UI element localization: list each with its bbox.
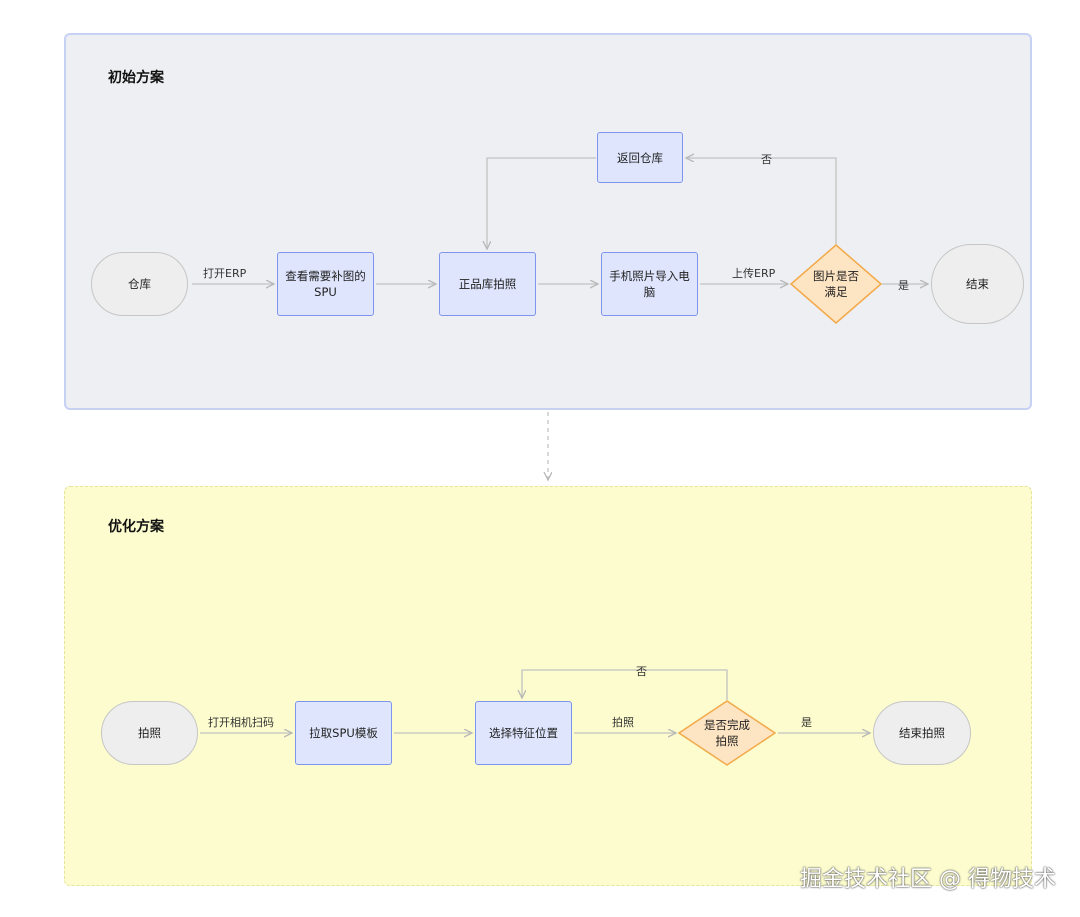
- label-yes: 是: [898, 279, 909, 292]
- optimized-plan-title: 优化方案: [108, 519, 164, 535]
- label-no: 否: [636, 665, 647, 678]
- node-import-to-pc: 手机照片导入电脑: [601, 252, 698, 316]
- node-return-warehouse: 返回仓库: [597, 132, 683, 183]
- label-shoot: 拍照: [612, 716, 634, 729]
- node-end: 结束: [931, 244, 1024, 324]
- node-pull-spu-template: 拉取SPU模板: [295, 701, 392, 765]
- node-image-ok-decision: 图片是否满足: [790, 244, 882, 324]
- edge-return-to-photo: [487, 157, 596, 249]
- initial-plan-title: 初始方案: [108, 70, 164, 86]
- node-done-decision: 是否完成拍照: [678, 700, 776, 766]
- label-no: 否: [761, 153, 772, 166]
- node-warehouse: 仓库: [91, 252, 188, 316]
- label-yes: 是: [801, 716, 812, 729]
- node-select-feature-position: 选择特征位置: [475, 701, 572, 765]
- node-end-photo: 结束拍照: [873, 701, 971, 765]
- edge-decision-to-return: [686, 158, 837, 244]
- watermark: 掘金技术社区 @ 得物技术: [800, 867, 1056, 892]
- label-open-camera: 打开相机扫码: [208, 716, 274, 729]
- initial-plan-panel: [64, 33, 1032, 410]
- node-photo-start: 拍照: [101, 701, 198, 765]
- optimized-plan-panel: [64, 486, 1032, 886]
- label-upload-erp: 上传ERP: [732, 267, 776, 280]
- edge-decision-loop-back: [522, 669, 728, 700]
- decision-diamond-shape: [790, 244, 882, 324]
- node-warehouse-photo: 正品库拍照: [439, 252, 536, 316]
- decision-diamond-shape: [678, 700, 776, 766]
- node-view-spu: 查看需要补图的SPU: [277, 252, 374, 316]
- label-open-erp: 打开ERP: [203, 267, 247, 280]
